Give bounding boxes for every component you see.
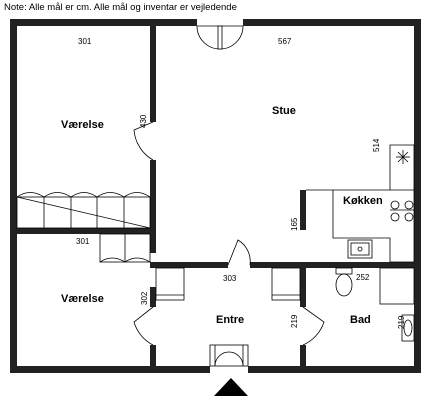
vaerelse1-door <box>133 121 154 161</box>
kitchen-sink-icon <box>347 239 373 259</box>
room-label-stue: Stue <box>272 105 296 117</box>
wardrobe-vaerelse2 <box>99 233 151 263</box>
plan-note: Note: Alle mål er cm. Alle mål og invent… <box>4 2 237 13</box>
wardrobe-vaerelse1 <box>16 192 151 229</box>
dimension-219-bad: 219 <box>397 315 406 329</box>
front-door <box>209 344 249 367</box>
vaerelse2-door <box>133 306 154 346</box>
stove-icon <box>390 200 414 222</box>
entre-stue-door <box>227 239 251 266</box>
dimension-514: 514 <box>372 138 381 152</box>
entrance-arrow <box>214 378 248 396</box>
room-label-bad: Bad <box>350 314 371 326</box>
dimension-303: 303 <box>223 274 237 283</box>
dimension-301-mid: 301 <box>76 237 90 246</box>
shower-icon <box>379 267 415 305</box>
dimension-301-top: 301 <box>78 37 92 46</box>
kitchen-counter <box>306 144 415 263</box>
bad-door <box>302 306 325 346</box>
dimension-567: 567 <box>278 37 292 46</box>
room-label-entre: Entre <box>216 314 244 326</box>
toilet-icon <box>335 267 353 297</box>
dimension-165: 165 <box>290 217 299 231</box>
stue-double-door <box>196 25 244 50</box>
wardrobe-entre-left <box>155 267 185 301</box>
dimension-302: 302 <box>140 291 149 305</box>
room-label-koekken: Køkken <box>343 195 383 207</box>
dimension-252: 252 <box>356 273 370 282</box>
wardrobe-entre-right <box>271 267 301 301</box>
fridge-icon <box>396 150 410 164</box>
room-label-vaerelse1: Værelse <box>61 119 104 131</box>
bathroom-sink-icon <box>401 314 415 342</box>
outer-walls <box>10 19 421 373</box>
dimension-430: 430 <box>139 114 148 128</box>
room-label-vaerelse2: Værelse <box>61 293 104 305</box>
interior-walls <box>17 26 421 366</box>
dimension-219-entre: 219 <box>290 314 299 328</box>
